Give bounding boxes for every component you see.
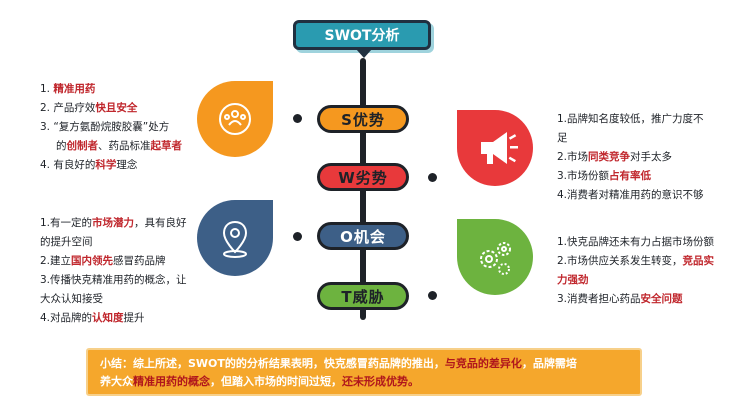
summary-line-1: 小结：综上所述，SWOT的的分析结果表明，快克感冒药品牌的推出，与竞品的差异化，… [100, 357, 577, 370]
threat-item-1: 1.快克品牌还未有力占据市场份额 [557, 236, 715, 248]
weakness-item-4: 4.消费者对精准用药的意识不够 [557, 189, 704, 201]
summary-line-2: 养大众精准用药的概念，但踏入市场的时间过短，还未形成优势。 [100, 375, 419, 388]
opportunities-label: O机会 [317, 222, 409, 250]
opportunities-badge [197, 200, 273, 276]
threats-dot [428, 291, 437, 300]
weakness-item-1: 1.品牌知名度较低，推广力度不 [557, 113, 704, 125]
strength-item-3: 3. “复方氨酚烷胺胶囊”处方 [40, 121, 170, 133]
threat-item-2-cont: 力强劲 [557, 274, 589, 286]
strength-item-2: 2. 产品疗效快且安全 [40, 102, 138, 114]
threats-label: T威胁 [317, 282, 409, 310]
threats-badge [457, 219, 533, 295]
weakness-item-3: 3.市场份额占有率低 [557, 170, 652, 182]
opportunity-item-3: 3.传播快克精准用药的概念，让 [40, 274, 187, 286]
title-pointer [356, 49, 372, 58]
summary-box: 小结：综上所述，SWOT的的分析结果表明，快克感冒药品牌的推出，与竞品的差异化，… [86, 348, 642, 396]
opportunities-list: 1.有一定的市场潜力，具有良好 的提升空间 2.建立国内领先感冒药品牌 3.传播… [40, 214, 200, 328]
threat-item-3: 3.消费者担心药品安全问题 [557, 293, 683, 305]
gears-icon [480, 242, 511, 275]
strengths-list: 1. 精准用药 2. 产品疗效快且安全 3. “复方氨酚烷胺胶囊”处方 的创制者… [40, 80, 200, 175]
opportunity-item-1: 1.有一定的市场潜力，具有良好 [40, 217, 187, 229]
threat-item-2: 2.市场供应关系发生转变，竞品实 [557, 255, 715, 267]
strength-item-3-cont: 的创制者、药品标准起草者 [56, 140, 182, 152]
team-icon [219, 103, 251, 135]
strengths-badge [197, 81, 273, 157]
strength-item-1: 1. 精准用药 [40, 83, 96, 95]
opportunity-item-3-cont: 大众认知接受 [40, 293, 103, 305]
opportunities-dot [293, 232, 302, 241]
opportunity-item-2: 2.建立国内领先感冒药品牌 [40, 255, 166, 267]
weaknesses-label: W劣势 [317, 163, 409, 191]
opportunity-item-1-cont: 的提升空间 [40, 236, 93, 248]
megaphone-icon [481, 132, 518, 164]
threats-list: 1.快克品牌还未有力占据市场份额 2.市场供应关系发生转变，竞品实 力强劲 3.… [557, 233, 723, 309]
strengths-dot [293, 114, 302, 123]
location-pin-icon [222, 220, 248, 258]
opportunity-item-4: 4.对品牌的认知度提升 [40, 312, 145, 324]
weakness-item-2: 2.市场同类竞争对手太多 [557, 151, 673, 163]
weaknesses-list: 1.品牌知名度较低，推广力度不 足 2.市场同类竞争对手太多 3.市场份额占有率… [557, 110, 721, 205]
weaknesses-dot [428, 173, 437, 182]
strengths-label: S优势 [317, 105, 409, 133]
strength-item-4: 4. 有良好的科学理念 [40, 159, 138, 171]
weaknesses-badge [457, 110, 533, 186]
diagram-title: SWOT分析 [293, 20, 431, 50]
weakness-item-1-cont: 足 [557, 132, 568, 144]
